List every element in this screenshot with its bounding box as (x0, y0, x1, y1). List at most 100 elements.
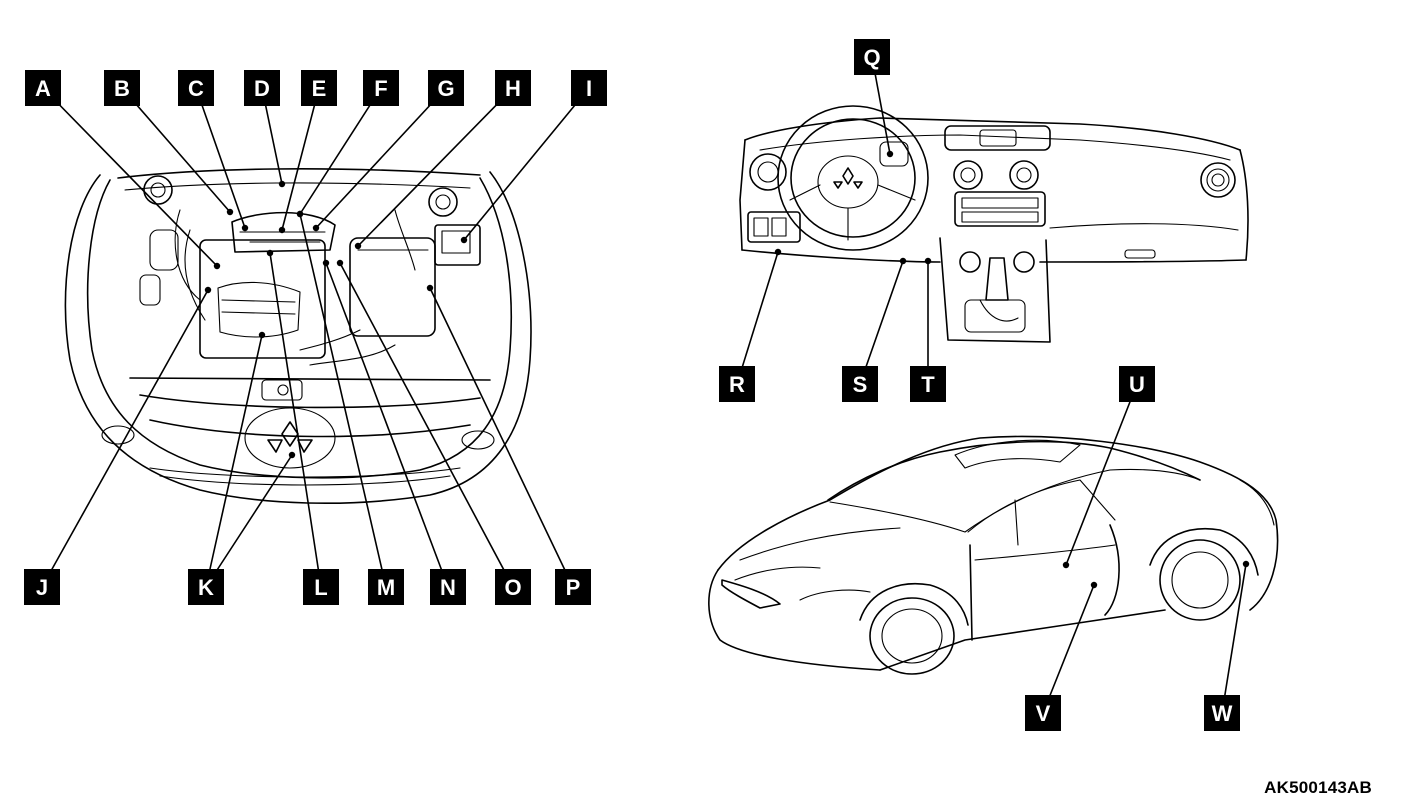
leader-dot-v (1090, 581, 1098, 589)
leader-dot-j (204, 286, 212, 294)
callout-letter-s: S (853, 372, 868, 397)
callout-h: H (495, 70, 531, 106)
callout-box-e (301, 70, 337, 106)
callout-o: O (495, 569, 531, 605)
callout-box-v (1025, 695, 1061, 731)
leader-dot-o (336, 259, 344, 267)
callout-g: G (428, 70, 464, 106)
callout-box-b (104, 70, 140, 106)
callout-box-k (188, 569, 224, 605)
leader-dot-n (322, 259, 330, 267)
callout-box-d (244, 70, 280, 106)
leader-line-i (463, 87, 590, 241)
callout-box-i (571, 70, 607, 106)
leader-dot-h (354, 242, 362, 250)
leader-line-a (42, 87, 218, 267)
leader-dot-l (266, 249, 274, 257)
callout-v: V (1025, 695, 1061, 731)
leader-line-o (339, 262, 514, 588)
leader-dot-m (296, 210, 304, 218)
callout-letter-w: W (1212, 701, 1233, 726)
leader-line-r (736, 251, 779, 385)
leader-dot-p (426, 284, 434, 292)
vehicle-exterior-illustration (708, 435, 1279, 675)
callout-box-h (495, 70, 531, 106)
callout-letter-f: F (374, 76, 387, 101)
callout-box-l (303, 569, 339, 605)
callout-box-f (363, 70, 399, 106)
callout-letter-j: J (36, 575, 48, 600)
instrument-panel-illustration (739, 105, 1249, 343)
callout-letter-i: I (586, 76, 592, 101)
leader-line-v (1042, 584, 1095, 714)
callout-u: U (1119, 366, 1155, 402)
leader-line-n (325, 262, 449, 588)
callout-box-t (910, 366, 946, 402)
leader-dot-s (899, 257, 907, 265)
leader-dot-q (886, 150, 894, 158)
leader-dot-w (1242, 560, 1250, 568)
callout-letter-r: R (729, 372, 745, 397)
leader-dot-a (213, 262, 221, 270)
callout-letter-a: A (35, 76, 51, 101)
leader-dot-k-2 (288, 451, 296, 459)
leader-dot-e (278, 226, 286, 234)
callout-f: F (363, 70, 399, 106)
leader-dot-b (226, 208, 234, 216)
callout-box-w (1204, 695, 1240, 731)
callout-letter-d: D (254, 76, 270, 101)
callout-letter-n: N (440, 575, 456, 600)
leader-dot-d (278, 180, 286, 188)
leader-line-j (41, 289, 209, 588)
callout-letter-o: O (504, 575, 521, 600)
callout-w: W (1204, 695, 1240, 731)
callout-letter-m: M (377, 575, 395, 600)
leader-line-g (315, 87, 447, 229)
callout-letter-q: Q (863, 45, 880, 70)
callout-j: J (24, 569, 60, 605)
leader-line-e (281, 87, 320, 231)
leader-line-u (1065, 383, 1138, 566)
leader-dot-k-1 (258, 331, 266, 339)
leader-line-s (859, 260, 904, 385)
leader-dot-g (312, 224, 320, 232)
leader-line-k-2 (205, 454, 293, 588)
callout-s: S (842, 366, 878, 402)
leader-line-b (121, 87, 231, 213)
callout-box-o (495, 569, 531, 605)
leader-line-p (429, 287, 574, 588)
callout-box-q (854, 39, 890, 75)
figure-code: AK500143AB (1264, 778, 1372, 797)
callout-box-n (430, 569, 466, 605)
callout-box-a (25, 70, 61, 106)
callout-box-m (368, 569, 404, 605)
callout-letter-c: C (188, 76, 204, 101)
callout-e: E (301, 70, 337, 106)
leader-line-w (1221, 563, 1247, 714)
callout-letter-t: T (921, 372, 935, 397)
callout-letter-l: L (314, 575, 327, 600)
callout-q: Q (854, 39, 890, 75)
callout-d: D (244, 70, 280, 106)
callout-n: N (430, 569, 466, 605)
callout-box-c (178, 70, 214, 106)
leader-line-l (269, 252, 322, 588)
leader-dot-c (241, 224, 249, 232)
callout-letter-b: B (114, 76, 130, 101)
leader-line-c (195, 87, 246, 229)
leader-dot-r (774, 248, 782, 256)
callout-box-g (428, 70, 464, 106)
engine-compartment-illustration (64, 168, 532, 505)
leader-dot-t (924, 257, 932, 265)
callout-m: M (368, 569, 404, 605)
callout-c: C (178, 70, 214, 106)
callout-letter-p: P (566, 575, 581, 600)
callout-box-r (719, 366, 755, 402)
callout-b: B (104, 70, 140, 106)
callout-box-s (842, 366, 878, 402)
leader-line-f (299, 87, 382, 215)
callout-a: A (25, 70, 61, 106)
